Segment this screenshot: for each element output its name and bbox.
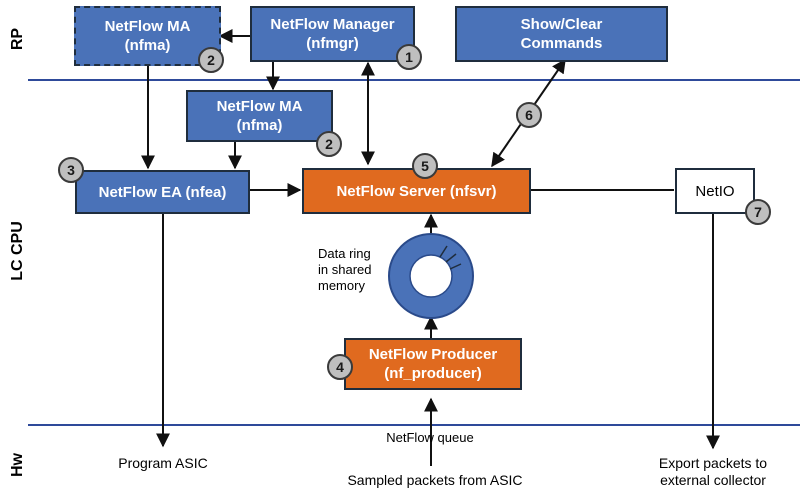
badge-1: 1 (396, 44, 422, 70)
box-show-clear-line2: Commands (520, 35, 603, 52)
box-netflow-producer[interactable]: NetFlow Producer (nf_producer) (344, 338, 522, 390)
program-asic-label: Program ASIC (118, 455, 208, 471)
data-ring-icon (388, 233, 474, 319)
box-netflow-ma-lc-title: NetFlow MA (216, 98, 303, 115)
data-ring-label-line3: memory (318, 278, 365, 293)
box-show-clear-commands[interactable]: Show/Clear Commands (455, 6, 668, 62)
box-show-clear-line1: Show/Clear (520, 16, 603, 33)
export-packets-line1: Export packets to (658, 455, 768, 471)
box-netflow-producer-title: NetFlow Producer (368, 346, 498, 363)
box-netflow-ma-rp-title: NetFlow MA (104, 18, 191, 35)
box-netflow-ma-lc-process: (nfma) (236, 117, 283, 134)
box-netflow-ma-rp[interactable]: NetFlow MA (nfma) (74, 6, 221, 66)
badge-6: 6 (516, 102, 542, 128)
badge-3: 3 (58, 157, 84, 183)
data-ring-label-line2: in shared (318, 262, 372, 277)
export-packets-label: Export packets to external collector (638, 455, 788, 489)
data-ring-label-line1: Data ring (318, 246, 371, 261)
badge-2-lc: 2 (316, 131, 342, 157)
box-netflow-manager-title: NetFlow Manager (270, 16, 395, 33)
sampled-packets-label: Sampled packets from ASIC (347, 472, 523, 488)
box-netflow-manager-process: (nfmgr) (306, 35, 359, 52)
zone-label-rp: RP (9, 27, 26, 51)
box-netflow-ea[interactable]: NetFlow EA (nfea) (75, 170, 250, 214)
zone-label-lc-cpu: LC CPU (9, 221, 26, 281)
netflow-queue-label: NetFlow queue (386, 430, 474, 445)
box-netio[interactable]: NetIO (675, 168, 755, 214)
badge-5: 5 (412, 153, 438, 179)
badge-4: 4 (327, 354, 353, 380)
data-ring-label: Data ring in shared memory (318, 246, 371, 294)
box-netflow-server-label: NetFlow Server (nfsvr) (336, 182, 497, 200)
box-netflow-ea-label: NetFlow EA (nfea) (98, 183, 227, 201)
box-netflow-manager[interactable]: NetFlow Manager (nfmgr) (250, 6, 415, 62)
box-netio-label: NetIO (695, 182, 735, 200)
export-packets-line2: external collector (660, 472, 766, 488)
zone-label-hw: Hw (9, 453, 26, 477)
badge-7: 7 (745, 199, 771, 225)
box-netflow-ma-rp-process: (nfma) (124, 37, 171, 54)
badge-2-rp: 2 (198, 47, 224, 73)
box-netflow-producer-process: (nf_producer) (384, 365, 482, 382)
box-netflow-ma-lc[interactable]: NetFlow MA (nfma) (186, 90, 333, 142)
